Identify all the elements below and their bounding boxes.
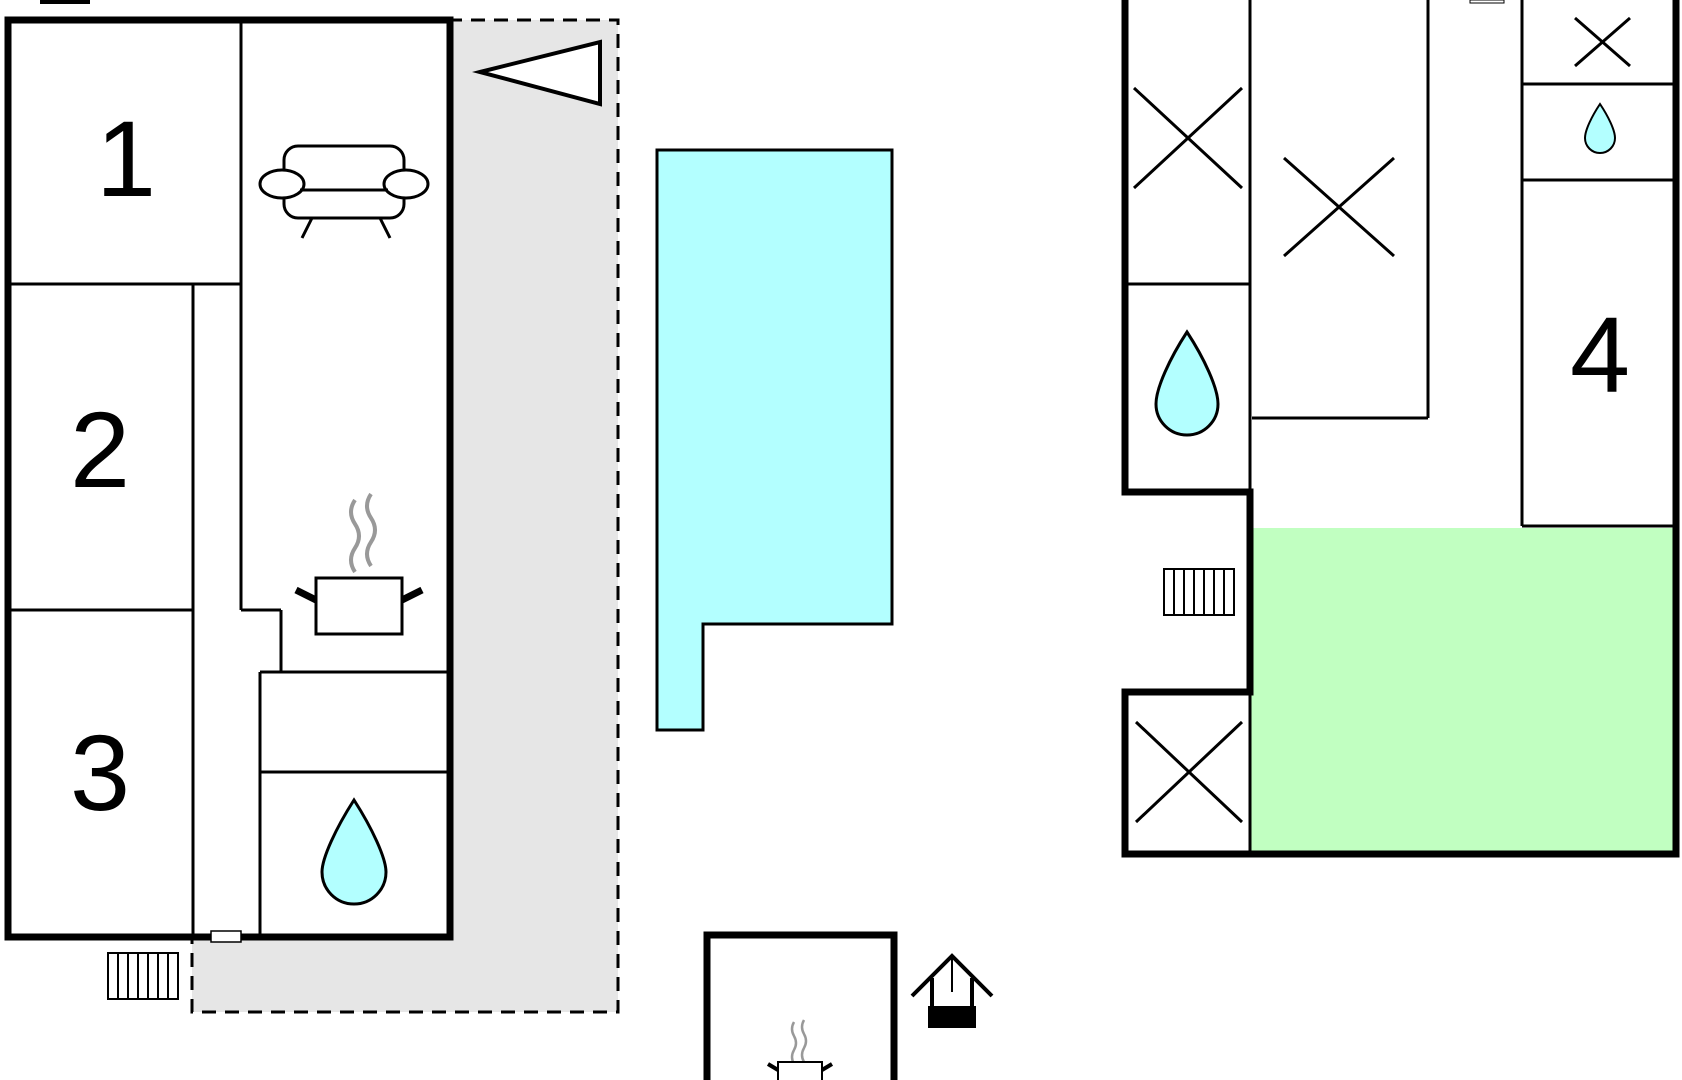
room-number-3: 3 <box>70 712 130 833</box>
well-icon <box>910 953 994 1028</box>
radiator-icon <box>107 952 179 1000</box>
room-number-4: 4 <box>1570 294 1630 415</box>
cooking-pot-icon-small <box>766 1019 834 1080</box>
radiator-icon-right <box>1163 568 1235 616</box>
cross-icon <box>1132 16 1631 824</box>
left-building-walls <box>10 22 448 935</box>
door-marker <box>210 930 242 943</box>
right-building-walls <box>1127 0 1674 852</box>
water-drop-icon <box>320 797 388 906</box>
small-building-outline <box>703 931 898 1080</box>
water-drop-icon-right-large <box>1154 329 1220 437</box>
cooking-pot-icon <box>294 492 424 636</box>
swimming-pool <box>655 148 894 732</box>
water-drop-icon-right-small <box>1583 102 1617 154</box>
room-number-2: 2 <box>70 389 130 510</box>
garden-area <box>1251 528 1676 854</box>
north-arrow-icon <box>472 39 602 107</box>
room-number-1: 1 <box>96 98 156 219</box>
right-building-outline <box>1121 0 1680 858</box>
top-edge-mark <box>40 0 90 4</box>
sofa-icon <box>258 144 430 239</box>
door-marker-top <box>1469 0 1505 4</box>
